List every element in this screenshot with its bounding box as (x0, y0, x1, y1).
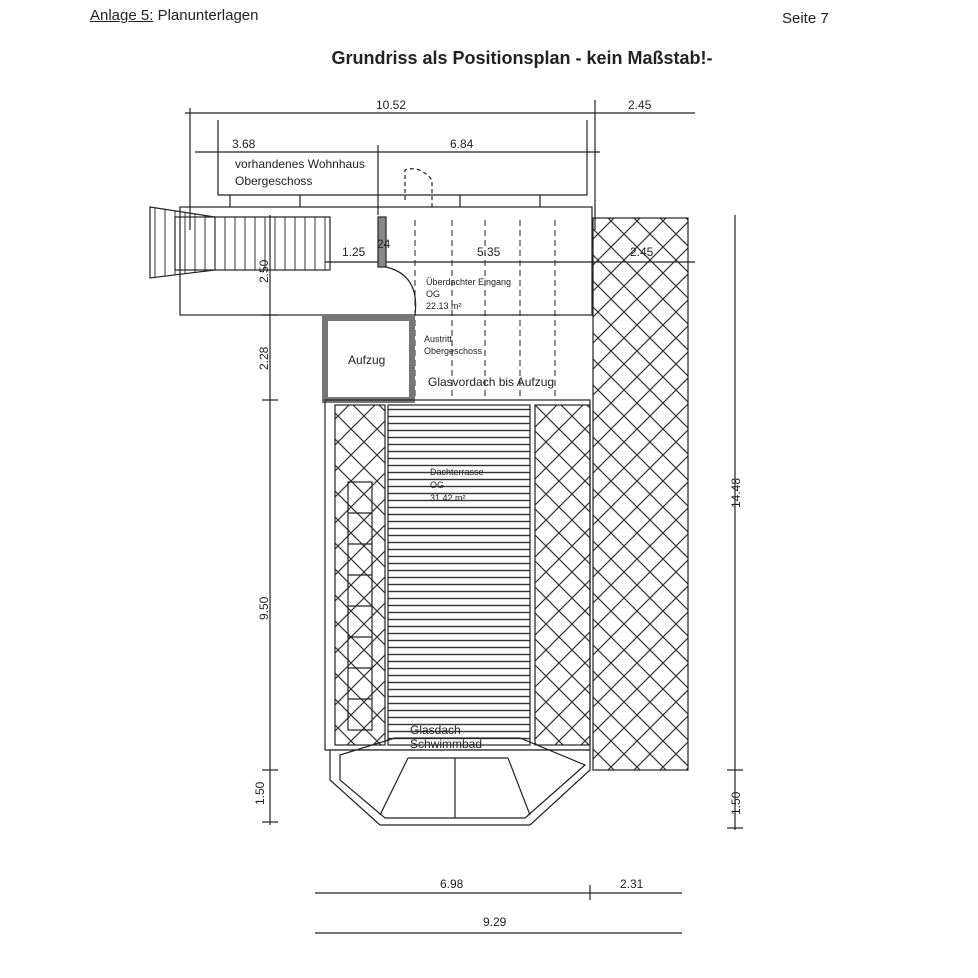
page-number: Seite 7 (782, 10, 829, 27)
label-entry-3: 22.13 m² (426, 301, 462, 311)
dim-top-total: 10.52 (376, 98, 406, 112)
dim-entry-wall: 24 (377, 237, 391, 251)
pool-glass-roof (329, 749, 591, 826)
existing-house (217, 120, 588, 196)
right-roof-strip (592, 217, 689, 771)
annex-header: Anlage 5: Planunterlagen (90, 7, 258, 24)
dim-house-right: 6.84 (450, 137, 474, 151)
dim-top-right: 2.45 (628, 98, 652, 112)
label-terrace-1: Dachterrasse (430, 467, 484, 477)
label-terrace-3: 31.42 m² (430, 493, 466, 503)
label-terrace-2: OG (430, 480, 444, 490)
dim-bottom-left: 6.98 (440, 877, 464, 891)
dim-left-3: 9.50 (257, 596, 271, 620)
label-house-2: Obergeschoss (235, 174, 312, 188)
dim-bottom-total: 9.29 (483, 915, 507, 929)
label-exit-2: Obergeschoss (424, 346, 483, 356)
planter-boxes (347, 481, 373, 731)
label-exit-1: Austritt (424, 334, 453, 344)
dim-top (185, 100, 695, 230)
dim-left-4: 1.50 (253, 781, 267, 805)
label-entry-1: Überdachter Eingang (426, 277, 511, 287)
dim-right-1: 14.48 (729, 478, 743, 508)
dim-entry-right: 2.45 (630, 245, 654, 259)
page-title: Grundriss als Positionsplan - kein Maßst… (331, 48, 713, 68)
annex-label: Anlage 5: (90, 7, 154, 24)
label-pool-1: Glasdach (410, 723, 461, 737)
dim-entry-width: 5.35 (477, 245, 501, 259)
dim-entry-left: 1.25 (342, 245, 366, 259)
label-entry-2: OG (426, 289, 440, 299)
label-elevator: Aufzug (348, 353, 385, 367)
dim-left-1: 2.50 (257, 259, 271, 283)
dim-bottom-right: 2.31 (620, 877, 644, 891)
label-glass-canopy: Glasvordach bis Aufzug (428, 375, 554, 389)
dim-left-2: 2.28 (257, 346, 271, 370)
label-pool-2: Schwimmbad (410, 737, 482, 751)
dim-house-left: 3.68 (232, 137, 256, 151)
annex-title: Planunterlagen (157, 7, 259, 24)
dim-right-2: 1.50 (729, 791, 743, 815)
label-house-1: vorhandenes Wohnhaus (235, 157, 365, 171)
